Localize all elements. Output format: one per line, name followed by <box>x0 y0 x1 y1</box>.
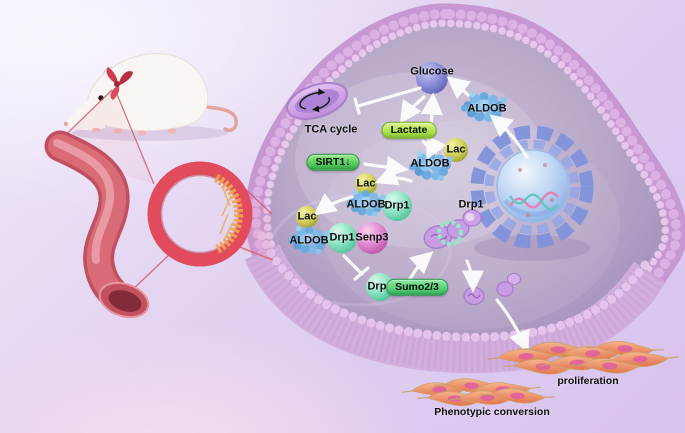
inhibition-complex-sumo-bar <box>353 266 370 281</box>
lac-complex2-label: Lac <box>297 210 317 223</box>
mouse-tail <box>193 104 238 133</box>
arrow-complex1-to-complex2 <box>313 193 354 216</box>
glucose-sphere <box>416 62 448 94</box>
membrane-bottom-fold <box>244 231 666 374</box>
inhibition-glucose-tca-bar <box>353 97 361 115</box>
arrow-aldobtop-to-glucose <box>446 76 471 100</box>
aldob-center-label: ALDOB <box>410 157 450 170</box>
mouse-head <box>64 92 105 131</box>
aldob-top-label: ALDOB <box>467 102 507 115</box>
lactate-pill: Lactate <box>381 121 437 139</box>
lac-sphere-complex1 <box>355 173 377 195</box>
lac-complex1-label: Lac <box>356 177 376 190</box>
tca-cycle-mitochondrion <box>286 82 348 120</box>
tca-cycle-label: TCA cycle <box>304 123 358 136</box>
phenotypic-conversion-label: Phenotypic conversion <box>434 405 550 418</box>
inhibition-glucose-tca-line <box>356 86 422 108</box>
drp1-sphere-sumo <box>366 273 394 301</box>
drp1-sphere-complex1 <box>382 191 412 221</box>
drp1-sphere-complex2 <box>327 223 357 253</box>
arrow-aldob-to-glucose <box>420 92 444 148</box>
nucleus <box>470 125 594 261</box>
mouse-nose <box>63 121 69 127</box>
fission-mitochondrion <box>423 209 482 249</box>
drp1-ring <box>436 219 464 247</box>
glucose-label: Glucose <box>410 65 454 78</box>
vsmc-cell <box>244 3 685 374</box>
drp1-ring-label: Drp1 <box>458 198 484 211</box>
sirt1-pill: SIRT1↓ <box>306 153 360 171</box>
neointima-cells <box>213 173 243 255</box>
lac-center-label: Lac <box>446 143 466 156</box>
mouse-body <box>86 52 209 132</box>
senp3-sphere <box>356 222 388 254</box>
dna-helix <box>508 191 559 211</box>
reaction-arrows <box>313 76 530 354</box>
sumo23-pill: Sumo2/3 <box>386 278 448 296</box>
arrow-fission-to-fragments <box>461 259 485 293</box>
senp3-label: Senp3 <box>355 231 389 244</box>
aldob-complex1-label: ALDOB <box>346 198 386 211</box>
vessel-graft-icon <box>106 67 133 100</box>
endoplasmic-reticulum <box>470 125 594 249</box>
arrow-aldob-to-complex1 <box>374 164 413 186</box>
drp1-sumo-label: Drp1 <box>367 280 393 293</box>
aldob-complex2-label: ALDOB <box>289 234 329 247</box>
arrow-lactate-to-aldob <box>421 135 447 161</box>
phenotypic-conversion-cells <box>400 376 557 408</box>
drp1-complex1-label: Drp1 <box>384 199 410 212</box>
vessel-cross-section <box>147 161 253 267</box>
mouse-illustration <box>63 52 238 141</box>
lac-sphere-complex2 <box>296 206 318 228</box>
arrow-cell-to-proliferation <box>495 298 530 354</box>
drp1-complex2-label: Drp1 <box>329 231 355 244</box>
arrow-nucleus-to-aldob <box>489 114 529 159</box>
blood-vessel <box>44 89 274 319</box>
lac-sphere-center <box>444 138 468 162</box>
proliferation-label: proliferation <box>557 374 619 387</box>
inhibition-complex-sumo-line <box>342 254 364 276</box>
